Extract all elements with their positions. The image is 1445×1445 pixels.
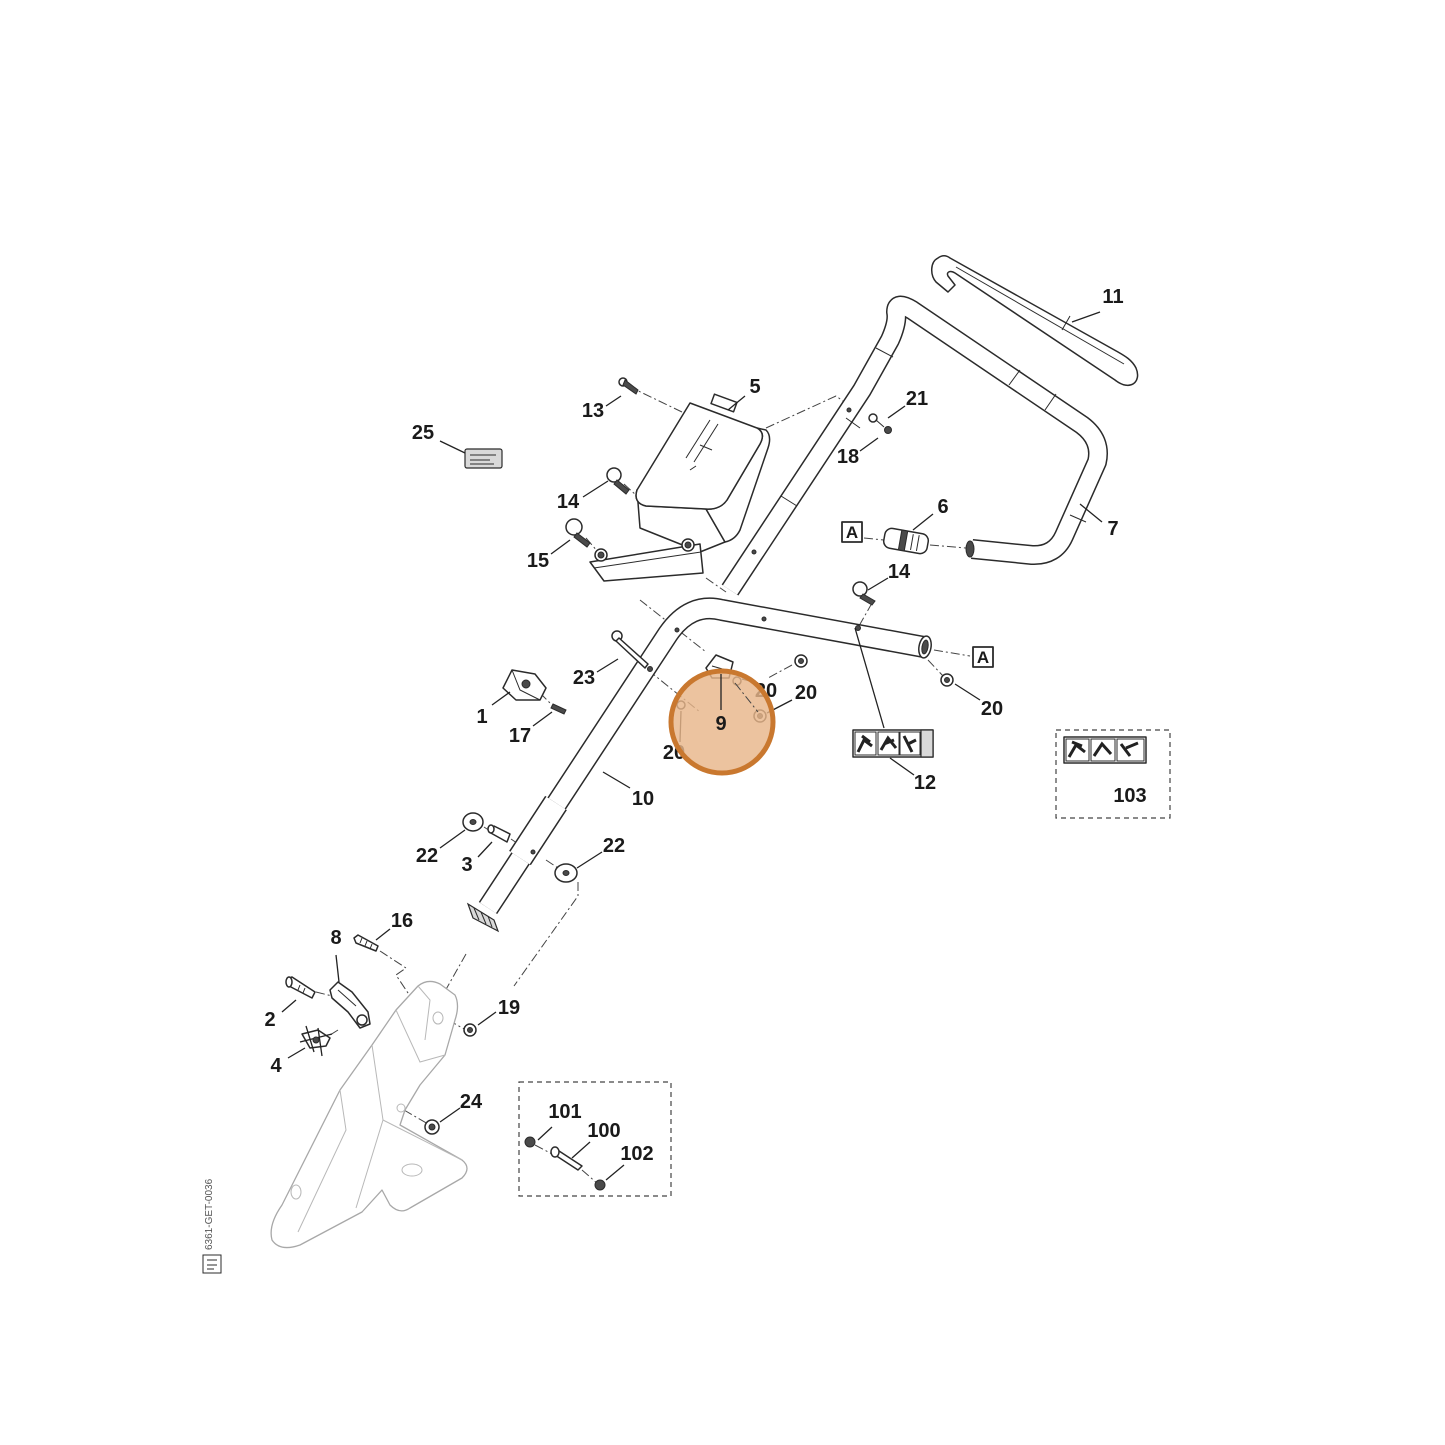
callout-9[interactable]: 9 [715, 713, 726, 735]
callout-19[interactable]: 19 [498, 997, 520, 1019]
callout-5[interactable]: 5 [749, 376, 760, 398]
callout-10[interactable]: 10 [632, 788, 654, 810]
leader-lines [281, 311, 1103, 1181]
ball-screw-15 [565, 518, 591, 548]
callout-22-left[interactable]: 22 [416, 845, 438, 867]
callout-25[interactable]: 25 [412, 422, 434, 444]
cable-cover [589, 393, 771, 582]
nut-101 [524, 1136, 536, 1148]
callout-23[interactable]: 23 [573, 667, 595, 689]
connector-6 [882, 527, 930, 555]
callout-20-b[interactable]: 20 [795, 682, 817, 704]
nut-20-d [940, 673, 954, 687]
bolt-2 [285, 976, 316, 999]
clip-1 [502, 669, 547, 701]
spring-nut-4 [299, 1025, 333, 1057]
lever-8 [329, 981, 371, 1029]
callout-22-right[interactable]: 22 [603, 835, 625, 857]
washer-22-left [462, 812, 484, 832]
callout-103[interactable]: 103 [1113, 785, 1146, 807]
reference-a-connector: A [841, 521, 863, 543]
callout-18[interactable]: 18 [837, 446, 859, 468]
upper-handle [721, 295, 1108, 596]
callout-2[interactable]: 2 [264, 1009, 275, 1031]
nut-20-b [794, 654, 808, 668]
lower-handle [466, 597, 932, 933]
callout-7[interactable]: 7 [1107, 518, 1118, 540]
ball-screw-14-upper [606, 467, 630, 495]
pin-kit-box [518, 1081, 672, 1197]
callout-9-assembly-line [734, 682, 759, 713]
callout-15[interactable]: 15 [527, 550, 549, 572]
pin-100 [550, 1146, 583, 1171]
callout-4[interactable]: 4 [270, 1055, 282, 1077]
highlight-marker[interactable]: 9 [668, 668, 776, 776]
bolt-23 [611, 630, 653, 672]
callout-11[interactable]: 11 [1102, 286, 1123, 308]
callout-21[interactable]: 21 [906, 388, 928, 410]
callout-12[interactable]: 12 [914, 772, 936, 794]
drawing-code: 6361-GET-0036 [202, 1178, 222, 1274]
callout-1[interactable]: 1 [476, 706, 487, 728]
drawing-code-text: 6361-GET-0036 [204, 1178, 215, 1250]
callout-100[interactable]: 100 [587, 1120, 620, 1142]
nut-102 [594, 1179, 606, 1191]
callout-14-lower[interactable]: 14 [888, 561, 911, 583]
callout-101[interactable]: 101 [548, 1101, 581, 1123]
callout-17[interactable]: 17 [509, 725, 531, 747]
bolt-16 [353, 934, 379, 952]
screw-13 [618, 377, 639, 395]
label-plate-25 [464, 448, 503, 469]
reference-a-label: A [846, 523, 858, 542]
washer-22-right [554, 863, 578, 883]
handle-grip [931, 255, 1139, 386]
callout-13[interactable]: 13 [582, 400, 604, 422]
nut-19 [463, 1023, 477, 1037]
reference-a-handle-end: A [972, 646, 994, 668]
reference-a-label: A [977, 648, 989, 667]
highlight-circle[interactable] [668, 668, 776, 776]
callout-20-d[interactable]: 20 [981, 698, 1003, 720]
callout-14-upper[interactable]: 14 [557, 491, 580, 513]
screw-17 [550, 703, 567, 715]
callout-3[interactable]: 3 [461, 854, 472, 876]
warning-sticker-103-box [1055, 729, 1171, 819]
deck-housing [270, 980, 468, 1249]
callout-102[interactable]: 102 [620, 1143, 653, 1165]
ball-screw-14-lower [852, 581, 876, 606]
nut-24 [424, 1119, 440, 1135]
sticker-12-leader [854, 627, 885, 729]
callouts: 11 5 13 21 25 18 14 6 7 15 14 23 20 20 2… [264, 286, 1146, 1165]
callout-6[interactable]: 6 [937, 496, 948, 518]
callout-24[interactable]: 24 [460, 1091, 483, 1113]
callout-16[interactable]: 16 [391, 910, 413, 932]
callout-8[interactable]: 8 [330, 927, 341, 949]
warning-sticker-12 [852, 729, 934, 758]
screw-21-nut-18 [868, 413, 892, 434]
spacer-3 [487, 824, 511, 843]
